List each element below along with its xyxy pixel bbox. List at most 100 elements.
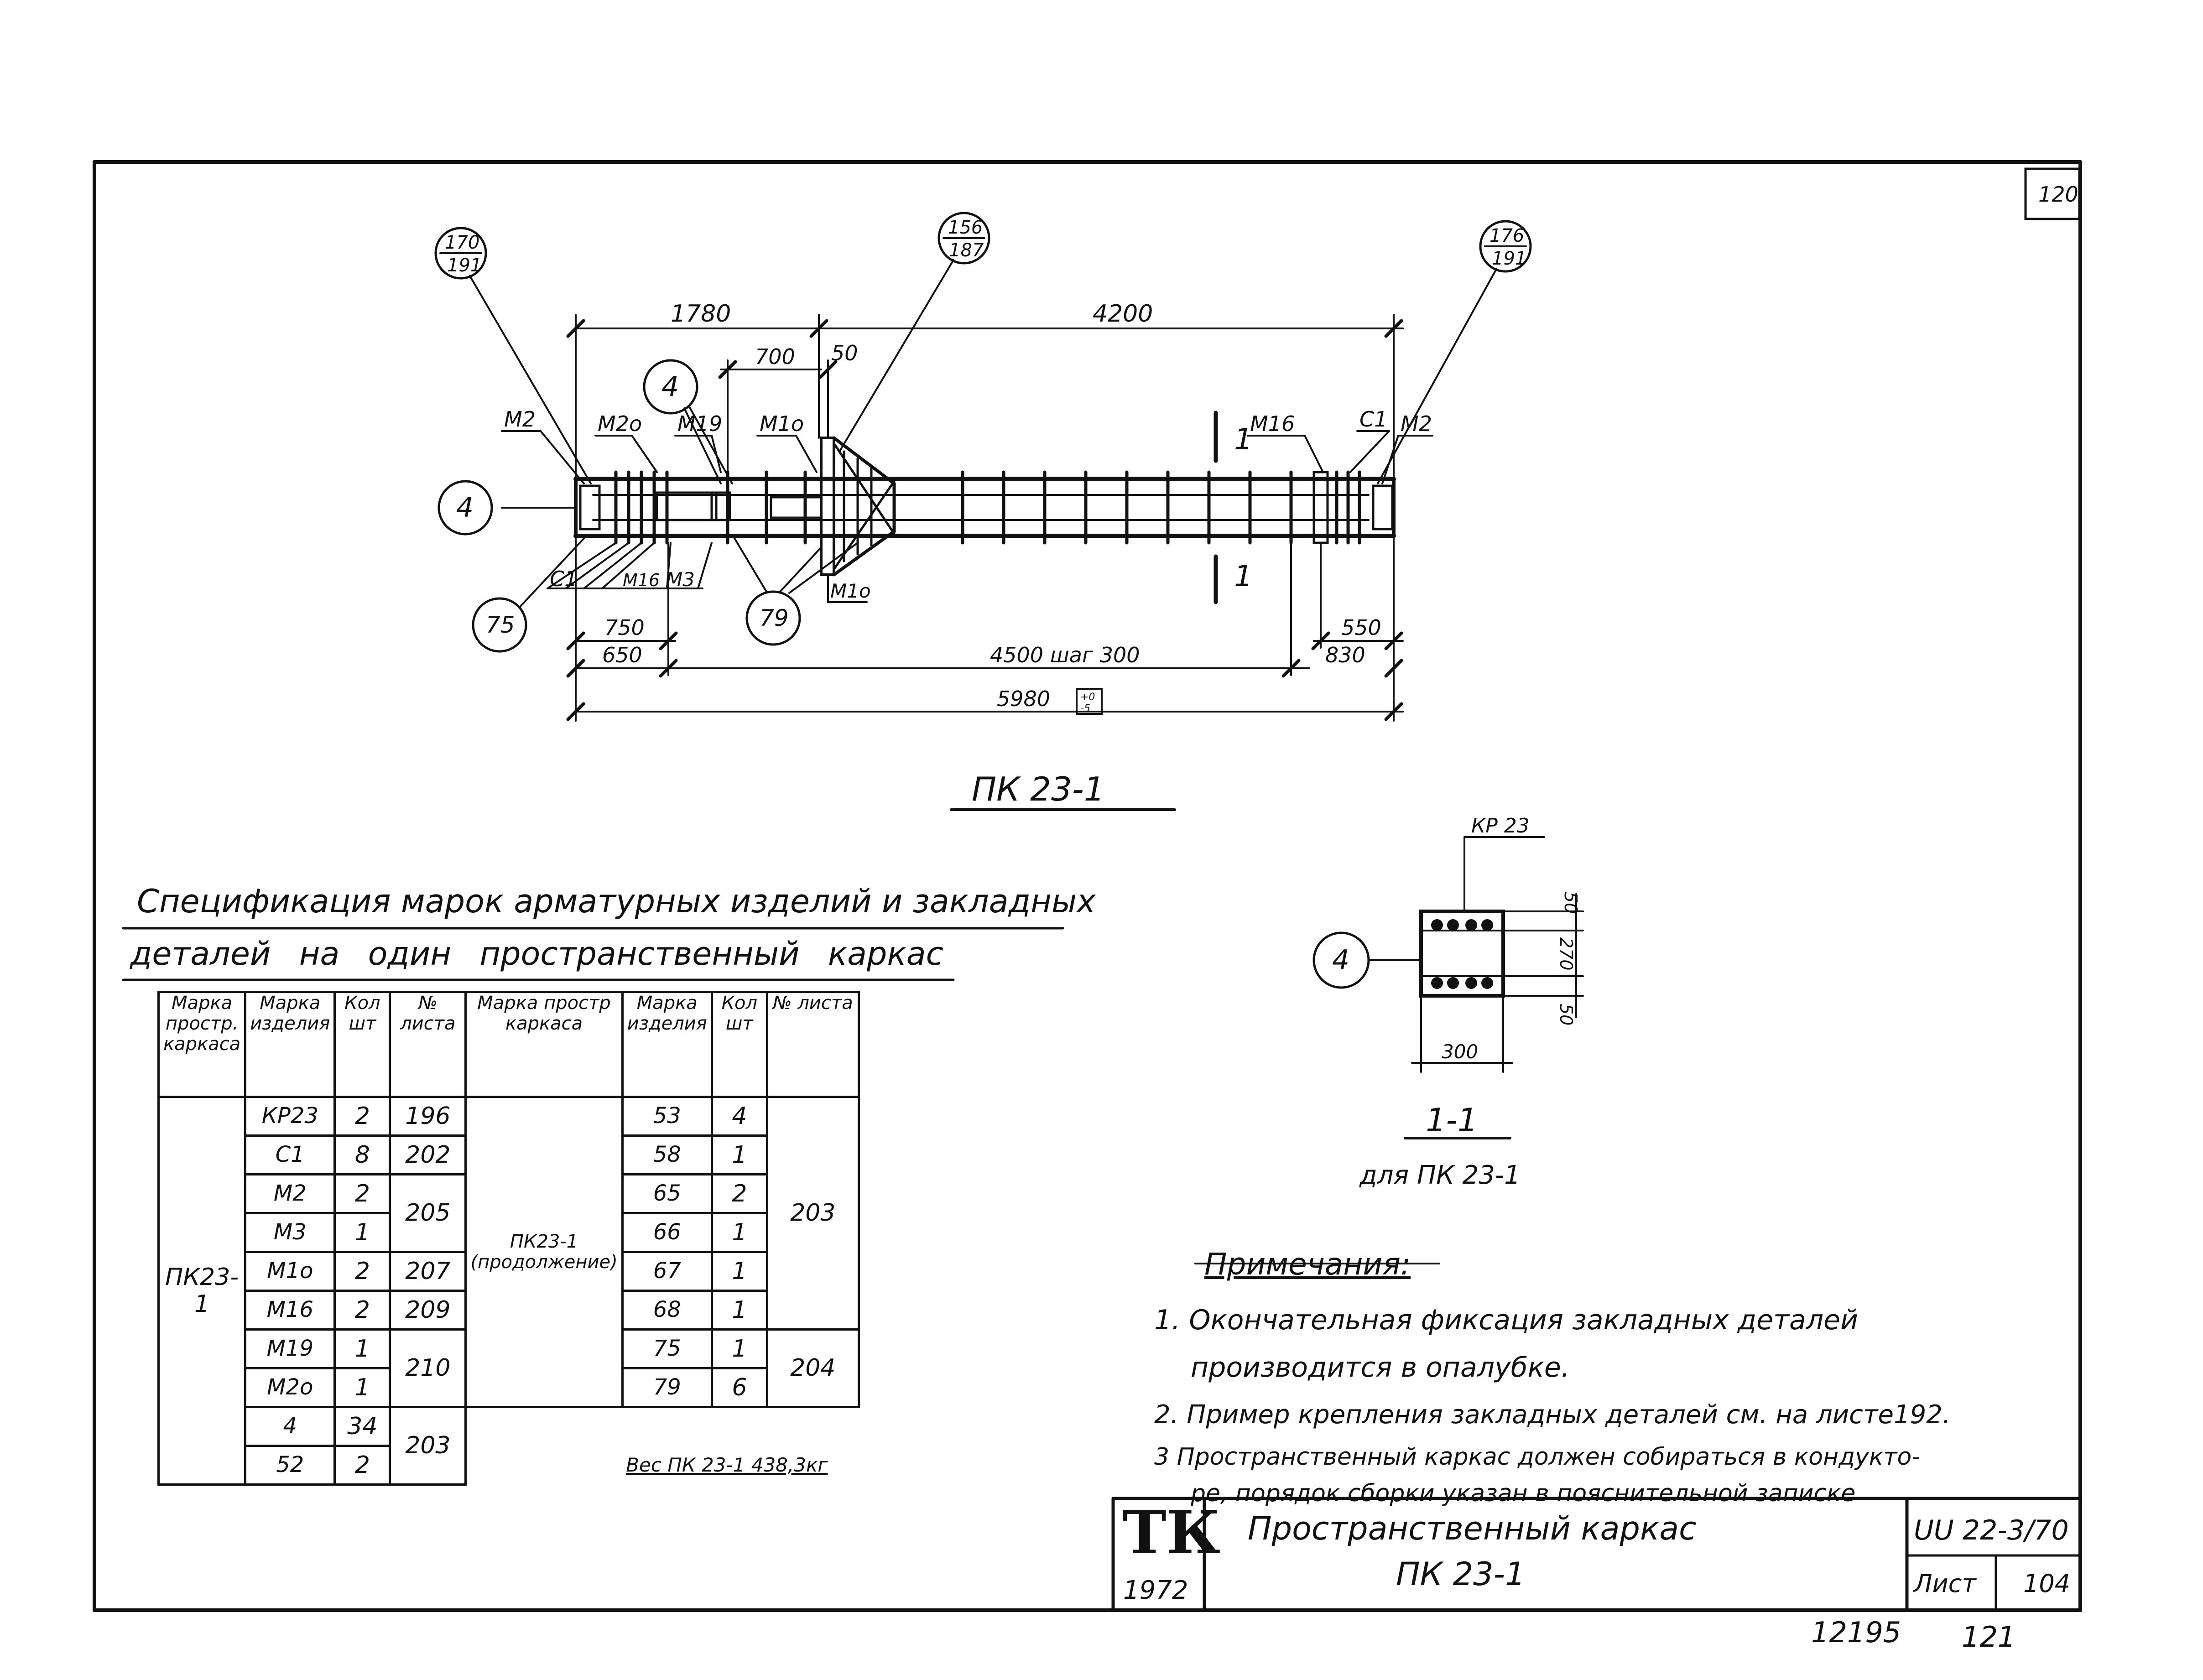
- note-3-cont: ре, порядок сборки указан в пояснительно…: [1191, 1480, 1856, 1507]
- item-qty: 2: [333, 1251, 391, 1292]
- section-dim-300: 300: [1442, 1040, 1478, 1063]
- label-m2-left: М2: [504, 407, 536, 432]
- item-mark: 65: [621, 1173, 713, 1214]
- label-m2-right: М2: [1401, 411, 1432, 436]
- spec-header-row: Марка простр. каркаса Марка изделия Кол …: [157, 991, 860, 1098]
- header-sheet-2: № листа: [766, 991, 860, 1098]
- tolerance-minus: -5: [1080, 703, 1090, 714]
- section-dim-50-top: 50: [1561, 892, 1581, 914]
- label-m10-bottom: М1о: [830, 580, 871, 602]
- item-qty: 1: [710, 1134, 768, 1175]
- item-sheet: 207: [389, 1251, 467, 1292]
- item-qty: 1: [333, 1212, 391, 1253]
- note-2: 2. Пример крепления закладных деталей см…: [1154, 1400, 1951, 1430]
- section-subtitle: для ПК 23-1: [1359, 1160, 1521, 1190]
- dim-550: 550: [1341, 615, 1381, 640]
- table-row: М1о 2 207 67 1: [159, 1251, 859, 1292]
- table-row: М19 1 210 75 1 204: [159, 1328, 860, 1408]
- item-mark: М1о: [244, 1251, 336, 1292]
- label-c1-top: С1: [1359, 407, 1387, 432]
- item-mark: М3: [244, 1212, 336, 1253]
- table-row: М2 2 205 65 2: [159, 1173, 859, 1253]
- item-sheet: 196: [389, 1096, 467, 1137]
- item-sheet: 203: [389, 1406, 467, 1486]
- item-mark: 67: [621, 1251, 713, 1292]
- label-m16-top: М16: [1250, 411, 1295, 436]
- table-row: ПК23-1 КР23 2 196 ПК23-1 (продолжение) 5…: [157, 1096, 860, 1486]
- bottom-page: 121: [1962, 1620, 2016, 1654]
- stamp-title-1: Пространственный каркас: [1248, 1510, 1697, 1547]
- header-frame-mark: Марка простр. каркаса: [157, 991, 247, 1098]
- weight-cell: Вес ПК 23-1 438,3кг: [626, 1454, 828, 1477]
- item-qty: 1: [710, 1328, 768, 1369]
- item-mark: 68: [621, 1290, 713, 1331]
- item-mark: 75: [621, 1328, 713, 1369]
- section-title: 1-1: [1426, 1102, 1478, 1139]
- frame-mark-left: ПК23-1: [157, 1096, 247, 1486]
- dim-4200: 4200: [1093, 300, 1153, 328]
- item-sheet: 203: [766, 1096, 860, 1331]
- drawing-title: ПК 23-1: [972, 770, 1105, 808]
- item-sheet: 205: [389, 1173, 467, 1253]
- table-row: М3 1 66 1: [159, 1212, 859, 1253]
- item-qty: 1: [333, 1328, 391, 1369]
- callout-left-bottom: 191: [447, 255, 482, 276]
- item-mark: 58: [621, 1134, 713, 1175]
- circle-79: 79: [760, 605, 789, 631]
- item-mark: М2: [244, 1173, 336, 1214]
- item-qty: 1: [710, 1251, 768, 1292]
- item-sheet: 210: [389, 1328, 467, 1408]
- callout-center-top: 156: [948, 217, 983, 238]
- notes-title: Примечания:: [1204, 1247, 1411, 1282]
- spec-title-line1: Спецификация марок арматурных изделий и …: [137, 883, 1096, 920]
- bottom-code: 12195: [1811, 1616, 1901, 1649]
- stamp-series: UU 22-3/70: [1914, 1514, 2069, 1546]
- item-qty: 1: [333, 1367, 391, 1408]
- dim-50: 50: [831, 341, 858, 365]
- table-row: 4 34 203: [159, 1406, 859, 1486]
- item-mark: М16: [244, 1290, 336, 1331]
- dim-4500-step: 4500 шаг 300: [990, 643, 1140, 667]
- header-qty: Кол шт: [333, 991, 391, 1098]
- callout-right-bottom: 191: [1492, 248, 1526, 269]
- table-row: М2о 1 79 6: [159, 1367, 859, 1408]
- note-1-cont: производится в опалубке.: [1191, 1352, 1570, 1384]
- dim-750: 750: [604, 615, 645, 640]
- label-m10-top: М1о: [760, 411, 804, 436]
- circle-75: 75: [486, 612, 515, 638]
- section-dim-270: 270: [1556, 937, 1576, 971]
- dim-830: 830: [1325, 643, 1365, 667]
- callout-center-bottom: 187: [949, 240, 984, 261]
- notes: Примечания: 1. Окончательная фиксация за…: [1154, 1241, 1951, 1512]
- dim-5980: 5980: [997, 687, 1050, 711]
- table-row: 52 2 Вес ПК 23-1 438,3кг: [159, 1445, 859, 1486]
- item-qty: 6: [710, 1367, 768, 1408]
- stamp-logo: ТК: [1122, 1498, 1220, 1567]
- stamp-year: 1972: [1123, 1576, 1188, 1605]
- label-m20: М2о: [598, 411, 642, 436]
- item-qty: 2: [710, 1173, 768, 1214]
- note-3: 3 Пространственный каркас должен собират…: [1154, 1443, 1921, 1471]
- table-row: М16 2 209 68 1: [159, 1290, 859, 1331]
- item-sheet: 202: [389, 1134, 467, 1175]
- item-qty: 4: [710, 1096, 768, 1137]
- label-m16-bottom: М16: [623, 570, 660, 590]
- item-mark: 52: [244, 1445, 336, 1486]
- label-m19: М19: [677, 411, 722, 436]
- item-mark: 4: [244, 1406, 336, 1447]
- tolerance-plus: +0: [1080, 692, 1095, 703]
- dim-650: 650: [602, 643, 642, 667]
- item-qty: 8: [333, 1134, 391, 1175]
- empty-cell: [622, 1406, 859, 1446]
- circle-4-top: 4: [661, 371, 679, 403]
- item-qty: 2: [333, 1096, 391, 1137]
- item-qty: 2: [333, 1445, 391, 1486]
- stamp-title-2: ПК 23-1: [1396, 1555, 1525, 1593]
- item-qty: 34: [333, 1406, 391, 1447]
- header-item-mark: Марка изделия: [244, 991, 336, 1098]
- note-1: 1. Окончательная фиксация закладных дета…: [1154, 1304, 1859, 1336]
- item-mark: 79: [621, 1367, 713, 1408]
- section-dim-50-bottom: 50: [1556, 1004, 1576, 1025]
- circle-4-left: 4: [456, 492, 474, 524]
